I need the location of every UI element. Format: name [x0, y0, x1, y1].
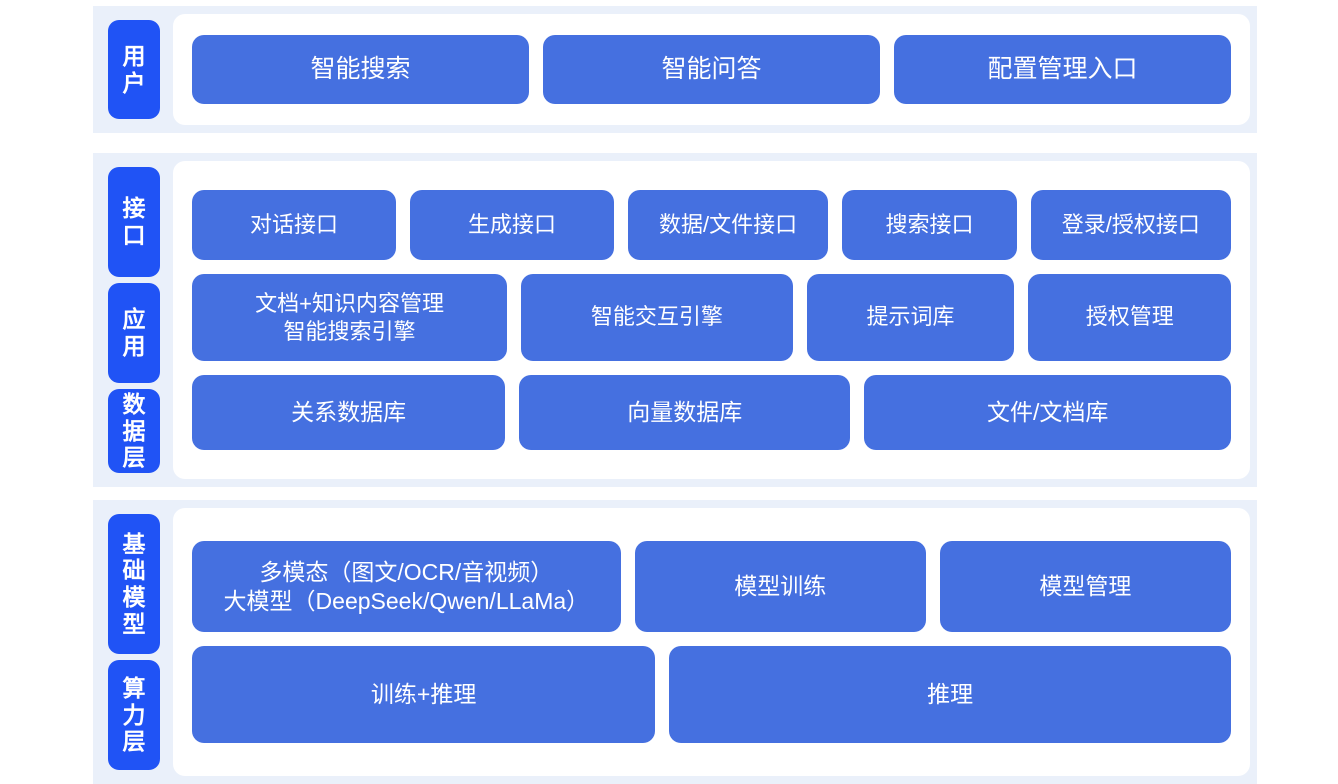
box-login-auth-api[interactable]: 登录/授权接口: [1030, 190, 1231, 260]
box-doc-knowledge-content-management[interactable]: 文档+知识内容管理 智能搜索引擎: [192, 274, 508, 361]
row-foundation-model: 多模态（图文/OCR/音视频） 大模型（DeepSeek/Qwen/LLaMa）…: [192, 541, 1231, 632]
box-smart-qa[interactable]: 智能问答: [543, 35, 880, 104]
side-label-foundation-model-text: 基础模型: [122, 530, 146, 637]
side-label-application-text: 应用: [122, 306, 146, 359]
card-middle-layers: 对话接口 生成接口 数据/文件接口 搜索接口 登录/授权接口 文档+知识内容管理…: [173, 161, 1250, 479]
side-label-column-middle: 接口 应用 数据层: [93, 153, 165, 487]
side-label-user: 用户: [108, 20, 160, 119]
side-label-column-user: 用户: [93, 6, 165, 133]
box-vector-database[interactable]: 向量数据库: [519, 375, 851, 450]
side-label-column-bottom: 基础模型 算力层: [93, 500, 165, 784]
side-label-foundation-model: 基础模型: [108, 514, 160, 654]
box-multimodal-large-model[interactable]: 多模态（图文/OCR/音视频） 大模型（DeepSeek/Qwen/LLaMa）: [192, 541, 621, 632]
section-user-layer: 用户 智能搜索 智能问答 配置管理入口: [93, 6, 1257, 133]
side-label-data-layer: 数据层: [108, 389, 160, 473]
card-bottom-layers: 多模态（图文/OCR/音视频） 大模型（DeepSeek/Qwen/LLaMa）…: [173, 508, 1250, 776]
box-model-management[interactable]: 模型管理: [939, 541, 1231, 632]
box-data-file-api[interactable]: 数据/文件接口: [627, 190, 829, 260]
side-label-data-layer-text: 数据层: [122, 390, 146, 471]
box-smart-search[interactable]: 智能搜索: [192, 35, 529, 104]
row-application: 文档+知识内容管理 智能搜索引擎 智能交互引擎 提示词库 授权管理: [192, 274, 1231, 361]
row-compute-layer: 训练+推理 推理: [192, 646, 1231, 743]
row-user-entries: 智能搜索 智能问答 配置管理入口: [192, 35, 1231, 104]
box-file-document-store[interactable]: 文件/文档库: [864, 375, 1231, 450]
box-training-plus-inference[interactable]: 训练+推理: [192, 646, 656, 743]
side-label-compute-layer: 算力层: [108, 660, 160, 770]
card-user-layer: 智能搜索 智能问答 配置管理入口: [173, 14, 1250, 125]
box-generation-api[interactable]: 生成接口: [409, 190, 614, 260]
box-authorization-management[interactable]: 授权管理: [1028, 274, 1231, 361]
box-relational-database[interactable]: 关系数据库: [192, 375, 506, 450]
section-bottom-layers: 基础模型 算力层 多模态（图文/OCR/音视频） 大模型（DeepSeek/Qw…: [93, 500, 1257, 784]
box-config-management-entry[interactable]: 配置管理入口: [894, 35, 1231, 104]
box-model-training[interactable]: 模型训练: [634, 541, 926, 632]
box-smart-interaction-engine[interactable]: 智能交互引擎: [521, 274, 793, 361]
side-label-application: 应用: [108, 283, 160, 383]
box-prompt-library[interactable]: 提示词库: [806, 274, 1015, 361]
box-inference[interactable]: 推理: [669, 646, 1231, 743]
side-label-interface-text: 接口: [122, 195, 146, 248]
side-label-compute-layer-text: 算力层: [122, 674, 146, 755]
box-search-api[interactable]: 搜索接口: [842, 190, 1017, 260]
side-label-interface: 接口: [108, 167, 160, 277]
box-dialog-api[interactable]: 对话接口: [192, 190, 396, 260]
row-data-layer: 关系数据库 向量数据库 文件/文档库: [192, 375, 1231, 450]
section-middle-layers: 接口 应用 数据层 对话接口 生成接口 数据/文件接口 搜索接口 登录/授权接口…: [93, 153, 1257, 487]
row-interface: 对话接口 生成接口 数据/文件接口 搜索接口 登录/授权接口: [192, 190, 1231, 260]
side-label-user-text: 用户: [122, 42, 146, 96]
